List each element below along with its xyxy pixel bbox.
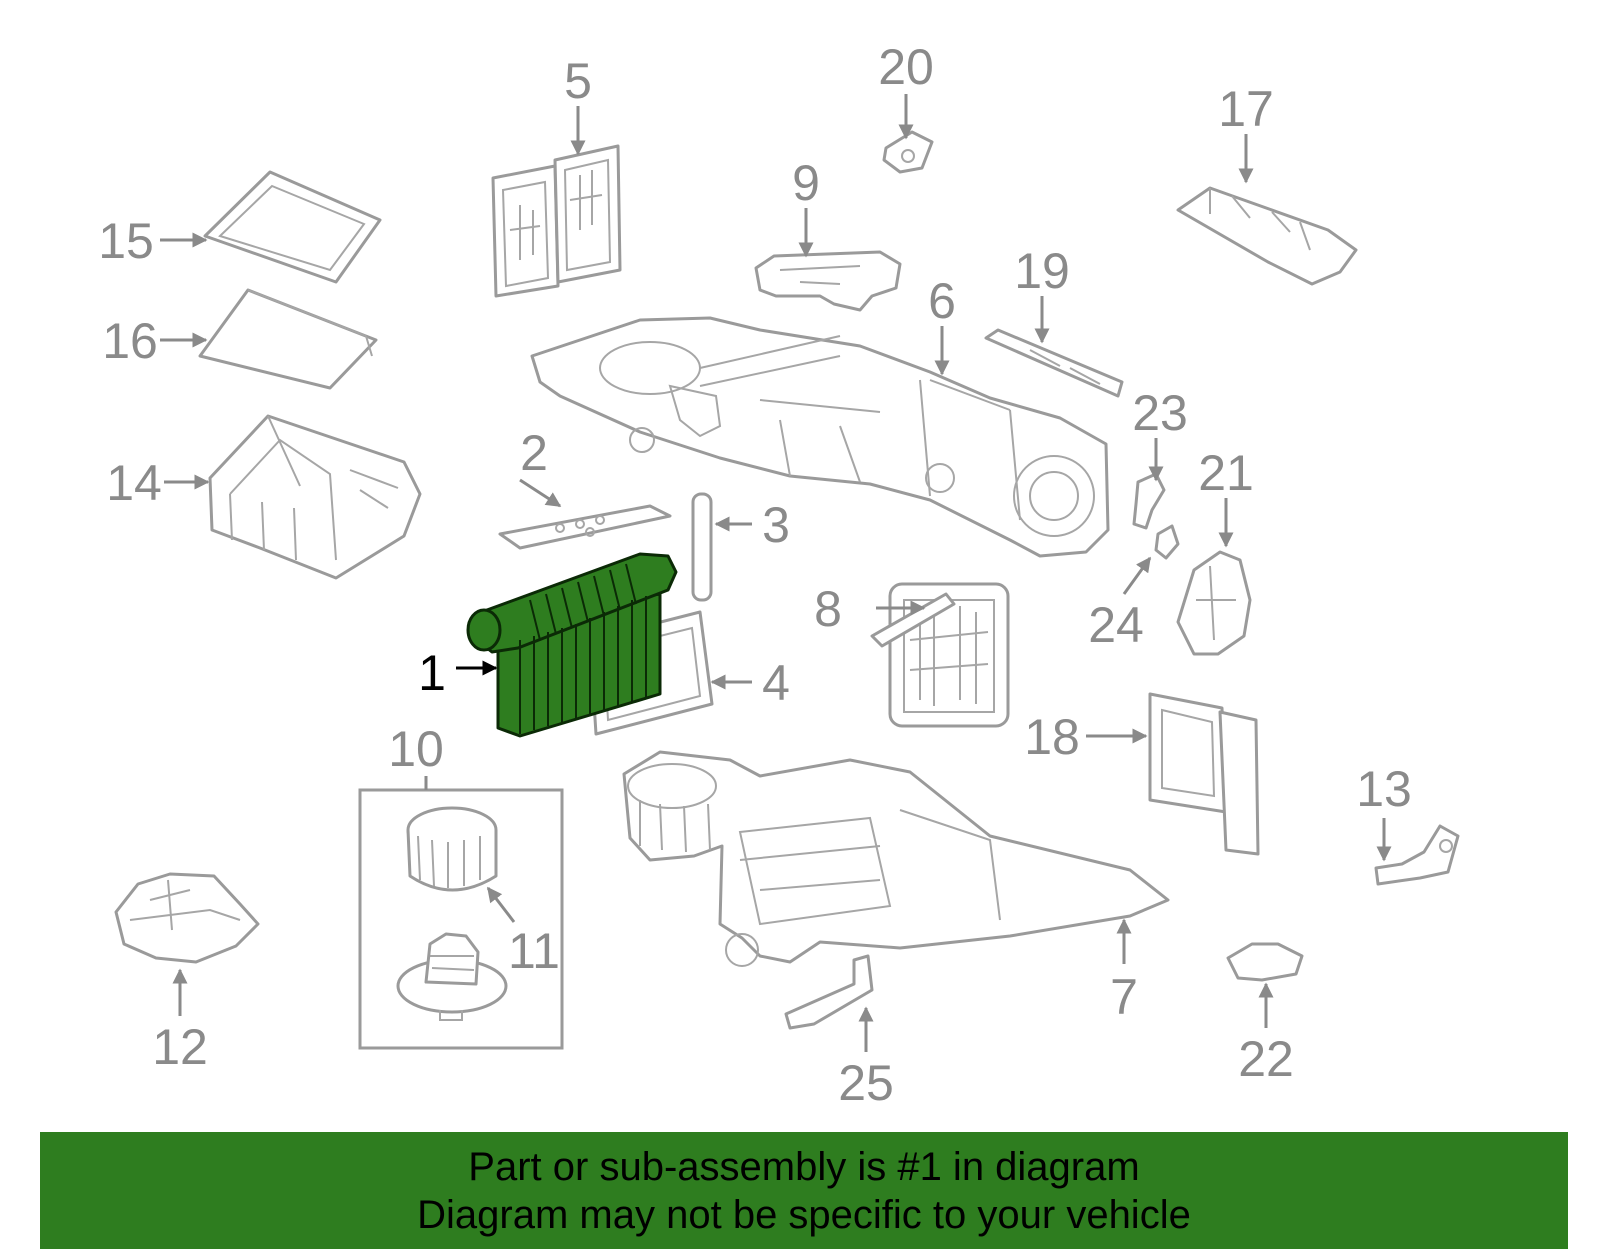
part-2-plate bbox=[498, 504, 672, 550]
callout-5: 5 bbox=[564, 53, 592, 109]
part-17-duct-cover bbox=[1176, 186, 1358, 286]
part-7-lower-case bbox=[622, 750, 1170, 967]
callout-7: 7 bbox=[1110, 969, 1138, 1025]
callout-17: 17 bbox=[1218, 81, 1274, 137]
part-15-gasket bbox=[203, 170, 382, 284]
callout-4: 4 bbox=[762, 655, 790, 711]
part-3-seal bbox=[691, 492, 713, 602]
banner-line-disclaimer: Diagram may not be specific to your vehi… bbox=[417, 1192, 1191, 1237]
callout-10: 10 bbox=[388, 721, 444, 777]
part-1-evaporator bbox=[466, 552, 678, 738]
part-20-clip bbox=[882, 130, 934, 174]
callout-16: 16 bbox=[102, 313, 158, 369]
parts-diagram: 1 2 3 4 5 6 7 8 9 10 11 12 13 14 15 16 1… bbox=[98, 39, 1460, 1111]
part-22-clip bbox=[1226, 942, 1304, 982]
part-8-heater-core bbox=[870, 582, 1010, 728]
banner-line-part: Part or sub-assembly is #1 in diagram bbox=[468, 1144, 1140, 1189]
part-19-seal-strip bbox=[984, 328, 1124, 398]
callout-6: 6 bbox=[928, 273, 956, 329]
info-banner: Part or sub-assembly is #1 in diagram Di… bbox=[40, 1132, 1568, 1249]
callout-25: 25 bbox=[838, 1055, 894, 1111]
callout-13: 13 bbox=[1356, 761, 1412, 817]
callout-19: 19 bbox=[1014, 243, 1070, 299]
leader-lines bbox=[160, 94, 1392, 1052]
callout-15: 15 bbox=[98, 213, 154, 269]
callout-9: 9 bbox=[792, 155, 820, 211]
callout-11: 11 bbox=[508, 923, 560, 979]
callout-23: 23 bbox=[1132, 385, 1188, 441]
callout-3: 3 bbox=[762, 497, 790, 553]
part-25-bracket bbox=[784, 954, 874, 1030]
part-21-actuator bbox=[1176, 550, 1252, 656]
callout-21: 21 bbox=[1198, 445, 1254, 501]
callout-8: 8 bbox=[814, 581, 842, 637]
part-5-cabin-filter bbox=[491, 144, 622, 298]
callout-24: 24 bbox=[1088, 597, 1144, 653]
part-14-housing bbox=[208, 414, 422, 580]
callout-18: 18 bbox=[1024, 709, 1080, 765]
callout-22: 22 bbox=[1238, 1031, 1294, 1087]
callout-labels: 1 2 3 4 5 6 7 8 9 10 11 12 13 14 15 16 1… bbox=[98, 39, 1412, 1111]
part-12-cover bbox=[114, 872, 260, 964]
part-9-duct bbox=[754, 250, 902, 312]
part-23-bracket bbox=[1132, 472, 1166, 530]
part-10-blower-assembly bbox=[358, 788, 564, 1050]
callout-12: 12 bbox=[152, 1019, 208, 1075]
callout-14: 14 bbox=[106, 455, 162, 511]
part-16-seal bbox=[198, 288, 378, 390]
callout-1: 1 bbox=[418, 645, 446, 701]
part-24-clip bbox=[1154, 524, 1180, 560]
part-13-sensor bbox=[1374, 824, 1460, 886]
part-6-case-assembly bbox=[530, 316, 1110, 558]
callout-20: 20 bbox=[878, 39, 934, 95]
callout-2: 2 bbox=[520, 425, 548, 481]
part-18-door bbox=[1148, 692, 1260, 856]
